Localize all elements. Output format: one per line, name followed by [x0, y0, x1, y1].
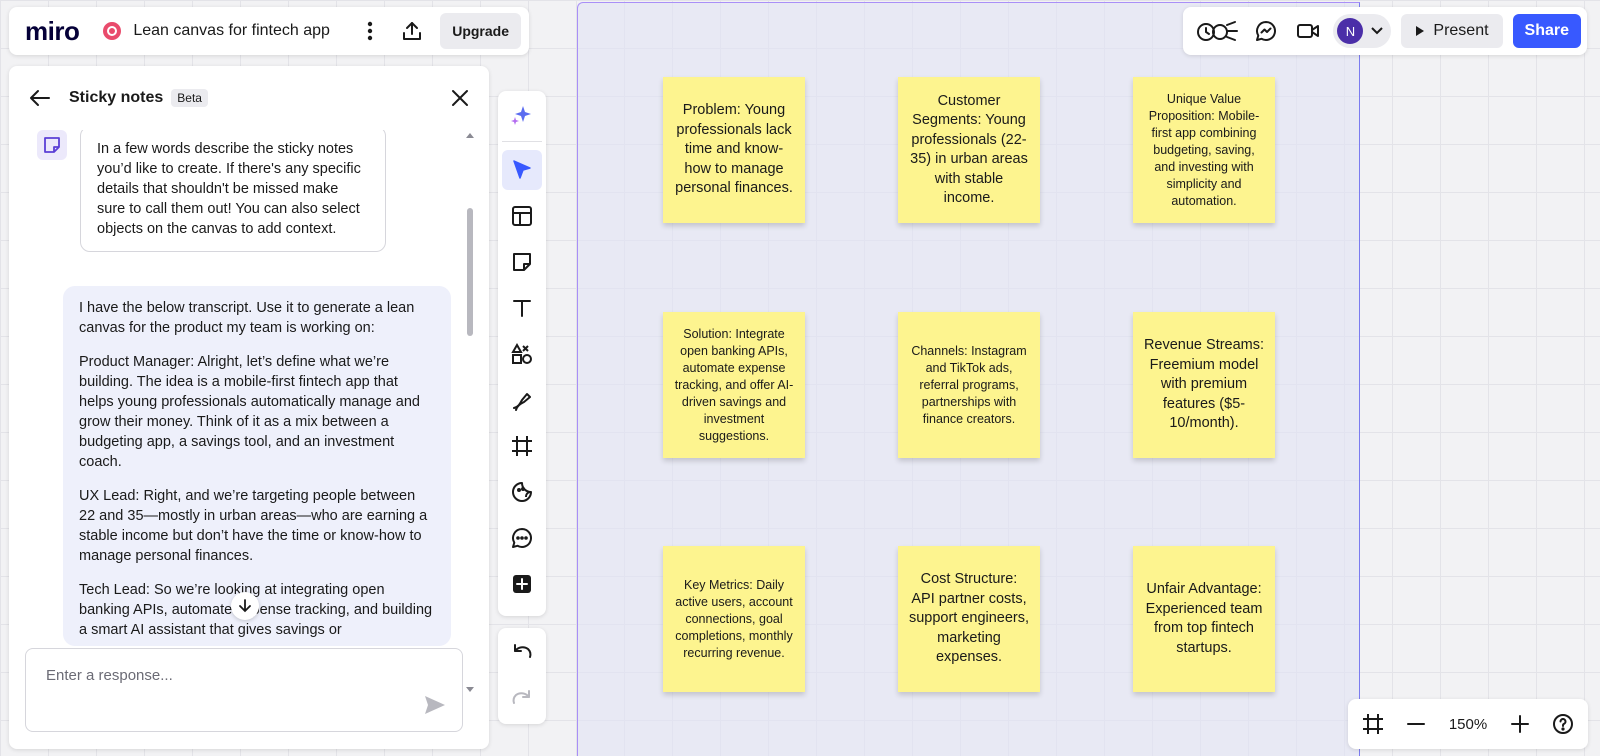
sticker-icon[interactable] [502, 472, 542, 512]
reactions-timer-icon[interactable] [1195, 15, 1240, 47]
sticky-note-channels[interactable]: Channels: Instagram and TikTok ads, refe… [898, 312, 1040, 458]
sticky-note-key-metrics[interactable]: Key Metrics: Daily active users, account… [663, 546, 805, 692]
panel-header: Sticky notes Beta [9, 66, 489, 130]
zoom-out-icon[interactable] [1407, 722, 1426, 726]
sticky-note-bot-icon [37, 130, 67, 160]
user-message-paragraph: UX Lead: Right, and we’re targeting peop… [79, 488, 428, 564]
play-icon [1416, 26, 1425, 36]
scrollbar-thumb[interactable] [467, 208, 473, 336]
chat-scrollbar[interactable] [465, 130, 475, 700]
sticky-note-icon[interactable] [502, 242, 542, 282]
text-icon[interactable] [502, 288, 542, 328]
upgrade-button[interactable]: Upgrade [440, 13, 521, 49]
user-menu[interactable]: N [1333, 14, 1392, 48]
zoom-level[interactable]: 150% [1448, 715, 1488, 733]
sticky-note-unique-value-proposition[interactable]: Unique Value Proposition: Mobile-first a… [1133, 77, 1275, 223]
user-message-paragraph: Product Manager: Alright, let’s define w… [79, 354, 420, 470]
miro-logo[interactable]: miro [25, 15, 80, 46]
sticky-note-text: Channels: Instagram and TikTok ads, refe… [911, 343, 1027, 426]
chat-icon[interactable] [1250, 15, 1282, 47]
zoom-in-icon[interactable] [1510, 715, 1529, 733]
zoom-controls: 150% [1348, 699, 1588, 749]
ai-sparkle-icon[interactable] [502, 95, 542, 135]
toolbar-divider [502, 141, 542, 142]
scroll-down-icon[interactable] [465, 685, 475, 695]
send-icon[interactable] [424, 695, 446, 715]
chat-history[interactable]: In a few words describe the sticky notes… [9, 130, 479, 698]
assistant-message: In a few words describe the sticky notes… [80, 130, 386, 252]
sticky-note-text: Customer Segments: Young professionals (… [910, 92, 1028, 207]
sticky-note-text: Cost Structure: API partner costs, suppo… [908, 571, 1030, 666]
user-message-paragraph: I have the below transcript. Use it to g… [79, 300, 415, 336]
sticky-note-customer-segments[interactable]: Customer Segments: Young professionals (… [898, 77, 1040, 223]
select-cursor-icon[interactable] [502, 150, 542, 190]
creation-toolbar [498, 91, 546, 616]
sticky-note-text: Revenue Streams: Freemium model with pre… [1143, 337, 1265, 432]
board-header: miro Lean canvas for fintech app Upgrade [9, 7, 529, 55]
panel-title: Sticky notes [69, 89, 164, 106]
response-box [25, 648, 463, 732]
collaboration-header: N Present Share [1183, 7, 1587, 55]
sticky-note-problem[interactable]: Problem: Young professionals lack time a… [663, 77, 805, 223]
sticky-notes-panel: Sticky notes Beta In a few words describ… [9, 66, 489, 749]
back-arrow-icon[interactable] [29, 89, 51, 107]
sticky-note-text: Problem: Young professionals lack time a… [675, 102, 793, 197]
fit-to-screen-icon[interactable] [1362, 713, 1384, 735]
video-call-icon[interactable] [1292, 15, 1324, 47]
board-title[interactable]: Lean canvas for fintech app [133, 22, 330, 39]
present-label: Present [1433, 22, 1489, 39]
scroll-up-icon[interactable] [465, 130, 475, 140]
response-input[interactable] [46, 667, 386, 684]
more-options-icon[interactable] [354, 15, 386, 47]
close-icon[interactable] [451, 89, 469, 107]
scroll-to-bottom-button[interactable] [231, 592, 259, 620]
beta-badge: Beta [171, 89, 208, 107]
sticky-note-text: Unique Value Proposition: Mobile-first a… [1148, 91, 1260, 208]
sticky-note-revenue-streams[interactable]: Revenue Streams: Freemium model with pre… [1133, 312, 1275, 458]
user-message: I have the below transcript. Use it to g… [63, 286, 451, 646]
comment-icon[interactable] [502, 518, 542, 558]
sticky-note-text: Unfair Advantage: Experienced team from … [1145, 581, 1263, 656]
sticky-note-text: Solution: Integrate open banking APIs, a… [674, 326, 794, 443]
undo-icon[interactable] [502, 632, 542, 672]
export-icon[interactable] [392, 15, 432, 47]
lean-canvas-frame[interactable]: Problem: Young professionals lack time a… [577, 2, 1360, 756]
avatar: N [1337, 18, 1364, 44]
sticky-note-cost-structure[interactable]: Cost Structure: API partner costs, suppo… [898, 546, 1040, 692]
templates-icon[interactable] [502, 196, 542, 236]
board-icon [103, 22, 122, 40]
redo-icon[interactable] [502, 678, 542, 718]
pen-icon[interactable] [502, 380, 542, 420]
sticky-note-text: Key Metrics: Daily active users, account… [675, 577, 793, 660]
shapes-icon[interactable] [502, 334, 542, 374]
help-icon[interactable] [1552, 713, 1574, 735]
share-button[interactable]: Share [1512, 14, 1581, 48]
more-apps-icon[interactable] [502, 564, 542, 604]
frame-icon[interactable] [502, 426, 542, 466]
sticky-note-unfair-advantage[interactable]: Unfair Advantage: Experienced team from … [1133, 546, 1275, 692]
chevron-down-icon [1371, 27, 1384, 35]
present-button[interactable]: Present [1401, 14, 1503, 48]
history-toolbar [498, 628, 546, 724]
sticky-note-solution[interactable]: Solution: Integrate open banking APIs, a… [663, 312, 805, 458]
